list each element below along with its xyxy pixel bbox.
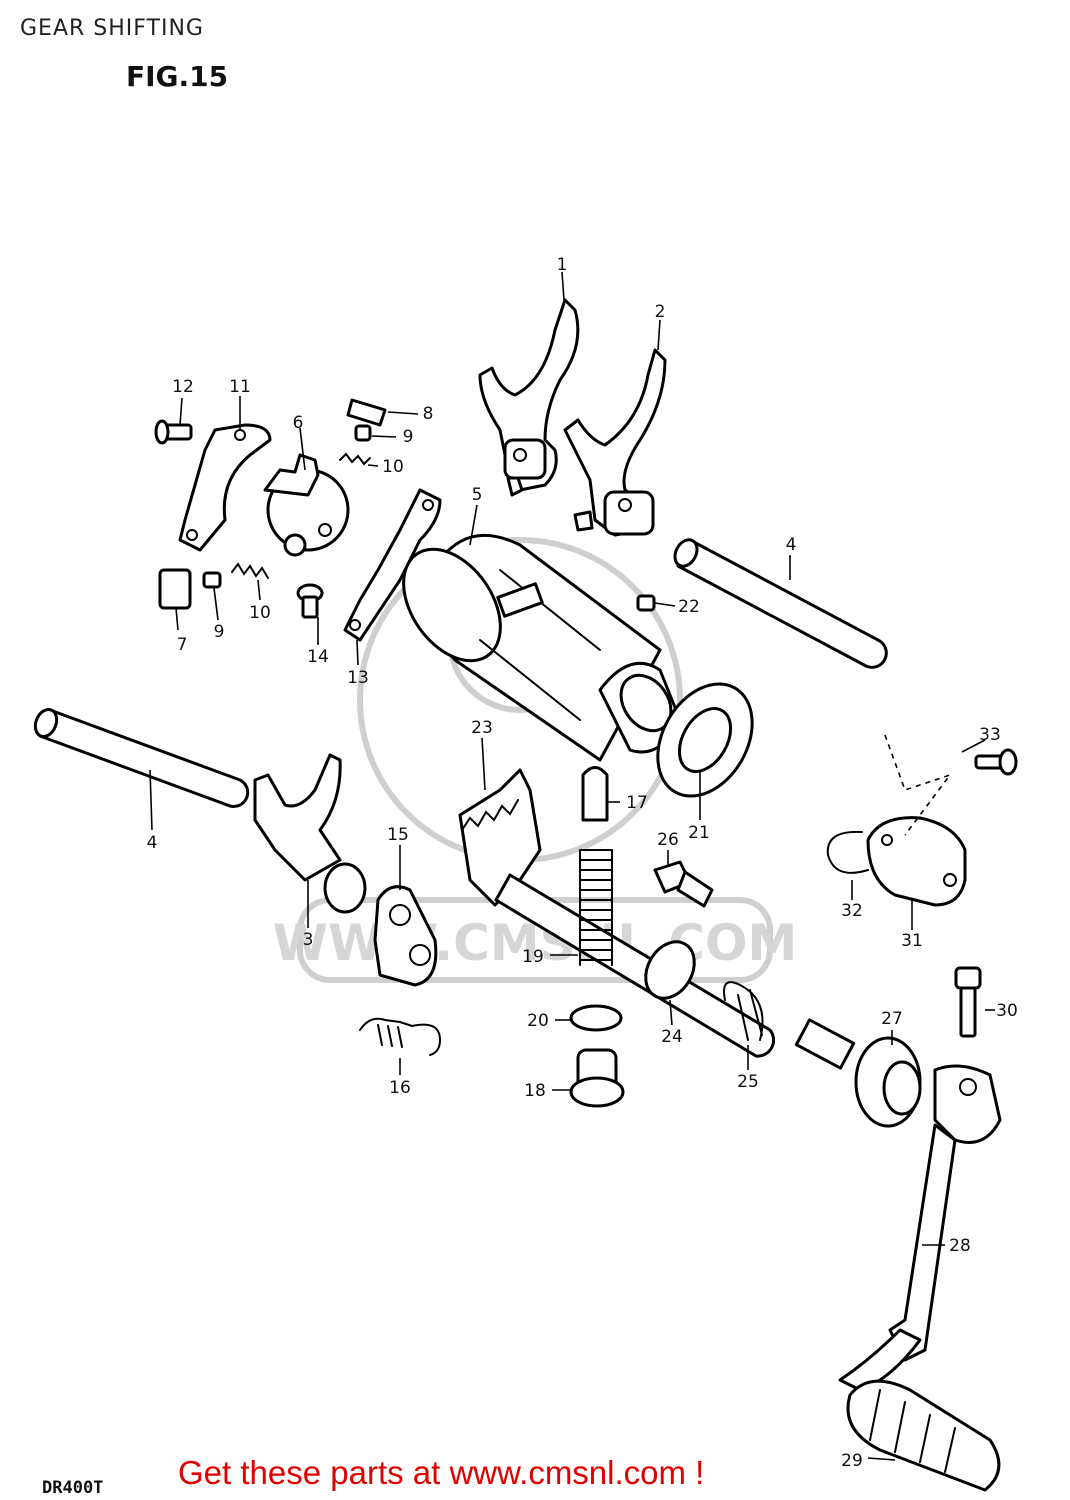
callout-20: 20 bbox=[527, 1011, 549, 1031]
shift-fork-3 bbox=[253, 753, 367, 914]
pin-9-bottom bbox=[202, 571, 222, 589]
callout-15: 15 bbox=[387, 825, 409, 845]
pin-17 bbox=[581, 766, 609, 822]
callout-8: 8 bbox=[423, 404, 434, 424]
callout-28: 28 bbox=[949, 1236, 971, 1256]
callout-24: 24 bbox=[661, 1027, 683, 1047]
bolt-30 bbox=[954, 966, 982, 1038]
callout-9-bottom: 9 bbox=[214, 622, 225, 642]
shift-fork-1 bbox=[478, 298, 580, 497]
callout-27: 27 bbox=[881, 1009, 903, 1029]
callout-22: 22 bbox=[678, 597, 700, 617]
drum-washer bbox=[656, 682, 754, 798]
callout-1: 1 bbox=[557, 255, 568, 275]
callout-33: 33 bbox=[979, 725, 1001, 745]
callout-26: 26 bbox=[657, 830, 679, 850]
callout-19: 19 bbox=[522, 947, 544, 967]
callout-12: 12 bbox=[172, 377, 194, 397]
callout-30: 30 bbox=[996, 1001, 1018, 1021]
callout-13: 13 bbox=[347, 668, 369, 688]
callout-10-bottom: 10 bbox=[249, 603, 271, 623]
page-title: GEAR SHIFTING bbox=[20, 16, 204, 41]
callout-18: 18 bbox=[524, 1081, 546, 1101]
gasket-32 bbox=[826, 830, 869, 874]
spring-10-top bbox=[339, 452, 371, 466]
callout-21: 21 bbox=[688, 823, 710, 843]
promo-link[interactable]: Get these parts at www.cmsnl.com ! bbox=[178, 1454, 705, 1491]
plate-13 bbox=[343, 488, 442, 642]
callout-25: 25 bbox=[737, 1072, 759, 1092]
callout-3: 3 bbox=[303, 930, 314, 950]
screw-33 bbox=[974, 748, 1018, 776]
callout-16: 16 bbox=[389, 1078, 411, 1098]
callout-4-right: 4 bbox=[786, 535, 797, 555]
oil-seal-27 bbox=[854, 1036, 922, 1128]
block-7 bbox=[158, 568, 192, 610]
shift-spring-25 bbox=[723, 981, 764, 1041]
leader-lines bbox=[149, 271, 995, 1461]
callout-5: 5 bbox=[472, 485, 483, 505]
screw-14 bbox=[296, 583, 324, 619]
o-ring-20 bbox=[569, 1004, 623, 1032]
callout-10-top: 10 bbox=[382, 457, 404, 477]
cover-31 bbox=[866, 816, 967, 907]
spring-10-bottom bbox=[231, 562, 269, 579]
screw-12 bbox=[154, 419, 193, 445]
callout-31: 31 bbox=[901, 931, 923, 951]
figure-number: FIG.15 bbox=[126, 60, 229, 93]
callout-9-top: 9 bbox=[403, 427, 414, 447]
pin-9-top bbox=[354, 424, 372, 442]
cam-stopper-plate bbox=[178, 423, 272, 552]
pin-22 bbox=[636, 594, 656, 612]
callout-11: 11 bbox=[229, 377, 251, 397]
callout-2: 2 bbox=[655, 302, 666, 322]
callout-32: 32 bbox=[841, 901, 863, 921]
footpeg-rubber-29 bbox=[846, 1379, 1001, 1492]
fork-shaft-left bbox=[33, 707, 250, 808]
callout-labels: 1 2 3 4 4 5 6 7 8 9 9 10 10 11 12 13 14 … bbox=[147, 255, 1018, 1471]
callout-17: 17 bbox=[626, 793, 648, 813]
fork-shaft-right bbox=[673, 538, 888, 669]
cover-leader-dash bbox=[884, 734, 953, 836]
spring-19 bbox=[579, 849, 613, 966]
model-code: DR400T bbox=[42, 1478, 104, 1498]
callout-14: 14 bbox=[307, 647, 329, 667]
gearshift-lever bbox=[838, 1064, 1002, 1392]
shift-fork-2 bbox=[563, 348, 667, 537]
callout-4-left: 4 bbox=[147, 833, 158, 853]
gearshift-shaft bbox=[458, 768, 776, 1058]
cam-driven-15 bbox=[373, 885, 438, 987]
bolt-26 bbox=[653, 860, 714, 908]
spring-16 bbox=[359, 1017, 442, 1056]
shaft-spline bbox=[794, 1018, 856, 1070]
pin-8 bbox=[346, 398, 387, 427]
callout-29: 29 bbox=[841, 1451, 863, 1471]
callout-7: 7 bbox=[177, 635, 188, 655]
shift-cam bbox=[263, 453, 350, 557]
callout-6: 6 bbox=[293, 413, 304, 433]
plug-18 bbox=[569, 1048, 625, 1108]
shift-drum bbox=[402, 533, 682, 762]
callout-23: 23 bbox=[471, 718, 493, 738]
